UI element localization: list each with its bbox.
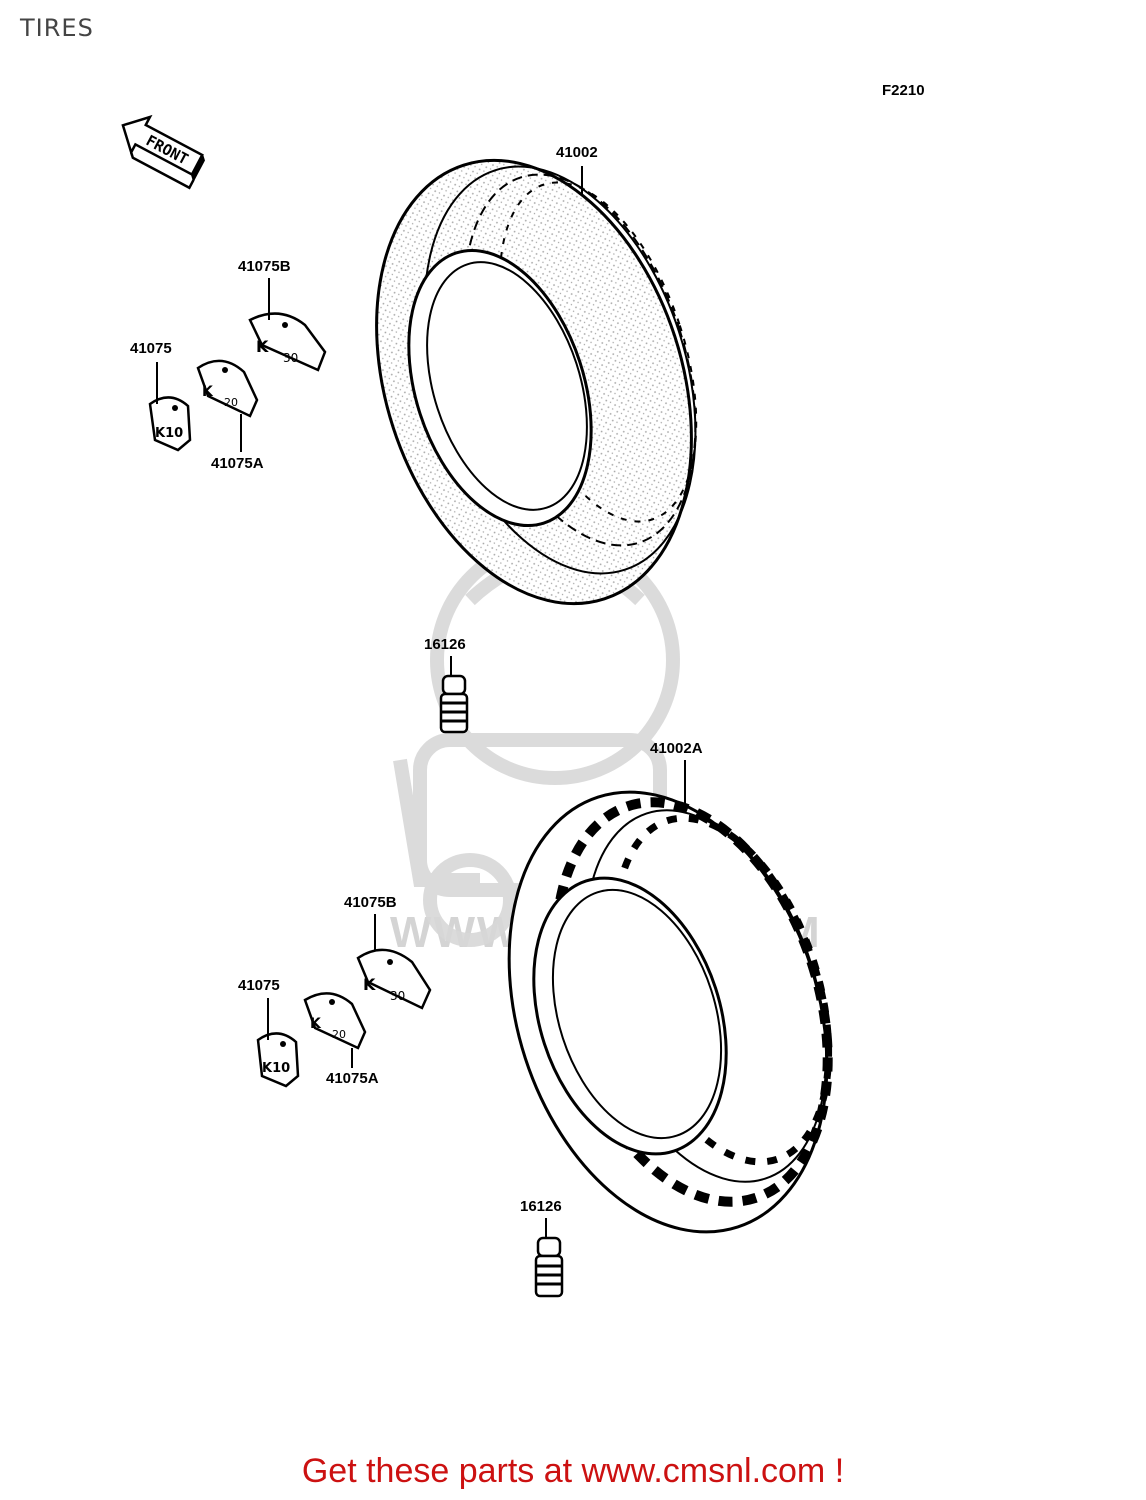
svg-text:K: K — [202, 384, 214, 400]
svg-text:K10: K10 — [155, 426, 183, 441]
svg-text:K10: K10 — [262, 1061, 290, 1076]
part-label-41075A-upper[interactable]: 41075A — [211, 455, 264, 472]
part-label-16126-lower[interactable]: 16126 — [520, 1198, 562, 1215]
svg-text:20: 20 — [224, 396, 238, 409]
balance-weight-upper[interactable]: K10 — [148, 396, 192, 452]
svg-text:30: 30 — [283, 351, 298, 365]
page-title: TIRES — [20, 14, 94, 42]
figure-code: F2210 — [882, 82, 925, 99]
svg-text:K: K — [363, 975, 376, 994]
balance-weight-b-upper[interactable]: K 30 — [248, 312, 327, 372]
svg-text:K: K — [310, 1016, 322, 1032]
part-label-41075B-upper[interactable]: 41075B — [238, 258, 291, 275]
part-label-41075-upper[interactable]: 41075 — [130, 340, 172, 357]
balance-weight-lower[interactable]: K10 — [256, 1032, 300, 1088]
balance-weight-b-lower[interactable]: K 30 — [356, 948, 432, 1010]
svg-text:30: 30 — [390, 989, 405, 1003]
part-label-41002[interactable]: 41002 — [556, 144, 598, 161]
part-label-41002A[interactable]: 41002A — [650, 740, 703, 757]
valve-lower[interactable] — [534, 1236, 564, 1298]
svg-text:20: 20 — [332, 1028, 346, 1041]
part-label-41075B-lower[interactable]: 41075B — [344, 894, 397, 911]
part-label-41075-lower[interactable]: 41075 — [238, 977, 280, 994]
balance-weight-a-lower[interactable]: K 20 — [303, 992, 367, 1050]
front-direction-arrow: FRONT — [121, 114, 205, 190]
svg-text:K: K — [256, 337, 269, 356]
part-label-41075A-lower[interactable]: 41075A — [326, 1070, 379, 1087]
balance-weight-a-upper[interactable]: K 20 — [196, 359, 259, 418]
tire-41002[interactable] — [323, 119, 745, 644]
part-label-16126-upper[interactable]: 16126 — [424, 636, 466, 653]
leader-lines — [156, 166, 686, 1238]
tire-41002A[interactable] — [456, 751, 881, 1274]
get-parts-link[interactable]: Get these parts at www.cmsnl.com ! — [301, 1452, 845, 1490]
valve-upper[interactable] — [439, 674, 469, 734]
